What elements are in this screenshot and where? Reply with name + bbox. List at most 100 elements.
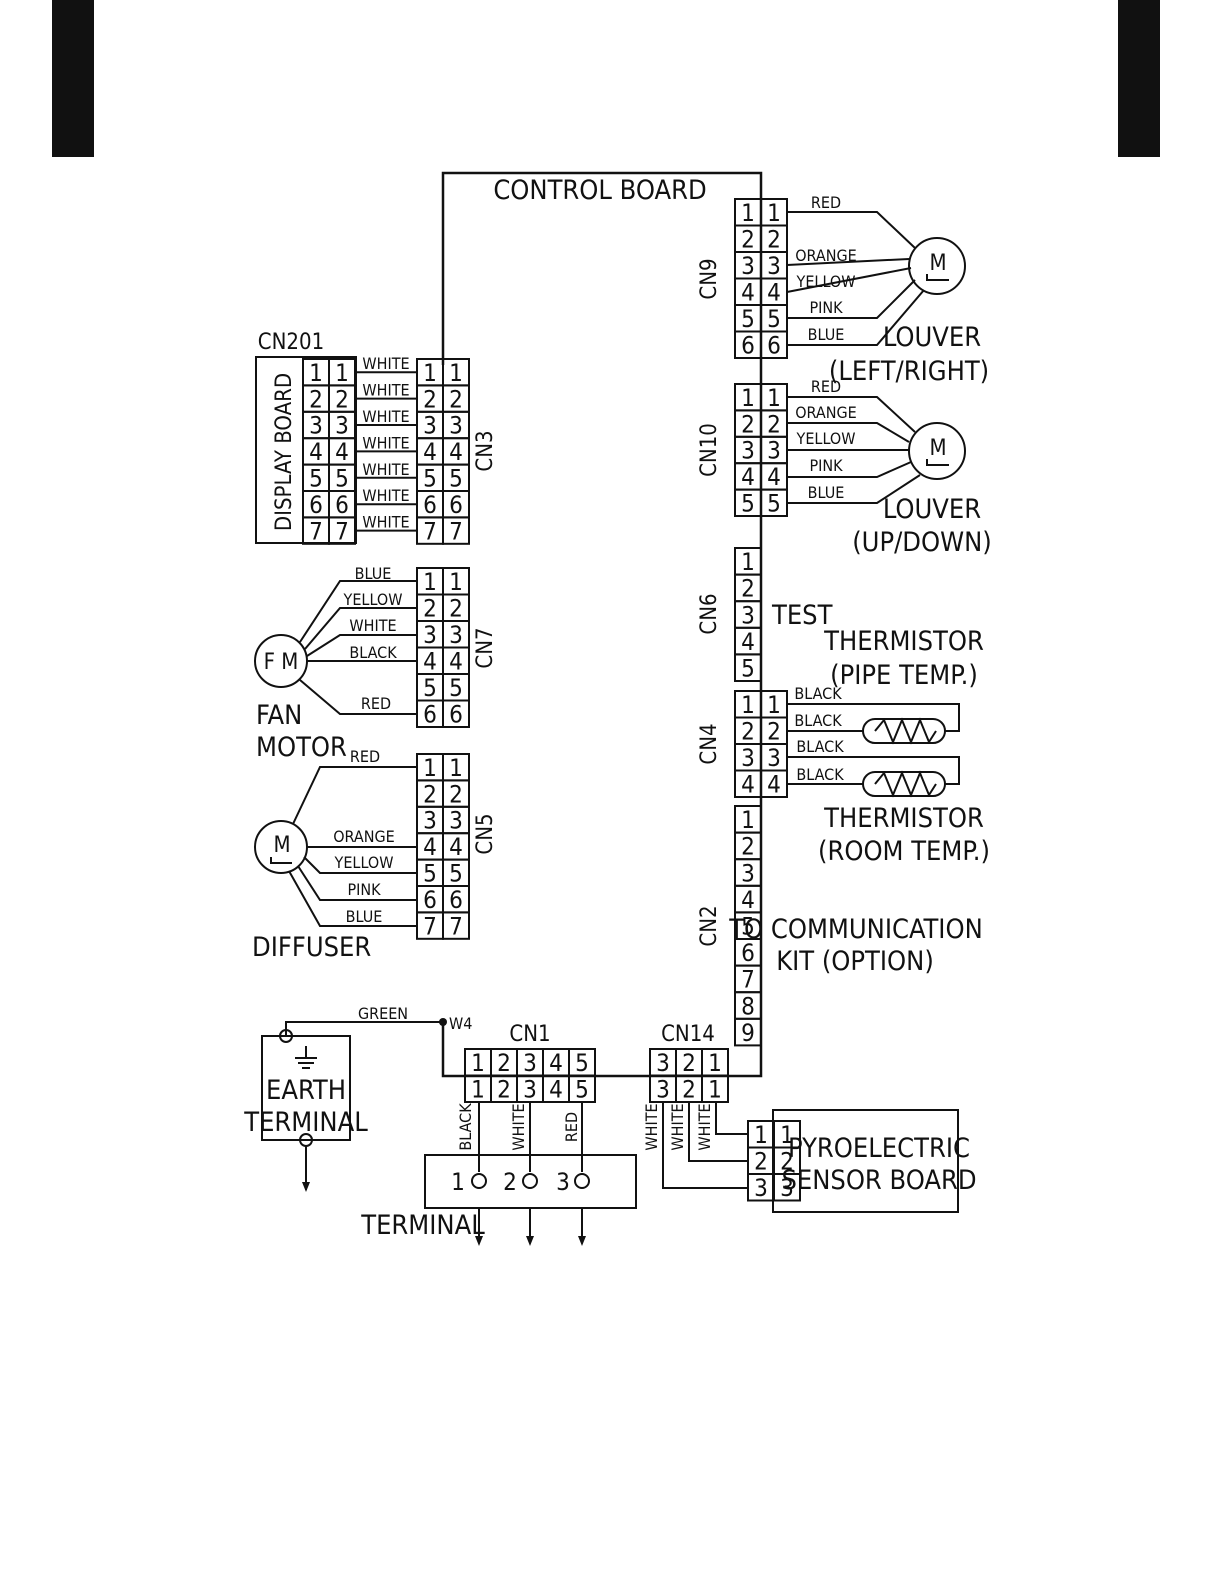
pyro-connector-pin-label: 2 xyxy=(754,1147,768,1175)
cn10-connector-pin-label: 3 xyxy=(741,437,755,465)
diffuser-wire-1: RED xyxy=(350,747,380,766)
cn5-connector-pin-label: 4 xyxy=(423,833,437,861)
cn7-connector-pin-label: 2 xyxy=(449,594,463,622)
cn5-connector-pin-label: 5 xyxy=(423,860,437,888)
louver-ud-direction: (UP/DOWN) xyxy=(852,527,992,558)
fan-wire-2: YELLOW xyxy=(343,590,403,609)
cn2-connector-pin-label: 9 xyxy=(741,1019,755,1047)
cn6-connector-cell xyxy=(734,653,762,683)
diffuser-wire-6: PINK xyxy=(347,880,381,899)
cn14-connector-pin-label: 3 xyxy=(656,1049,670,1077)
cn7-connector-pin-label: 4 xyxy=(423,647,437,675)
cn9-connector-pin-label: 6 xyxy=(767,331,781,359)
w4-junction xyxy=(439,1018,447,1026)
cn201-connector-pin-label: 2 xyxy=(309,385,323,413)
cn201-connector-pin-label: 5 xyxy=(335,465,349,493)
room-temp-label: (ROOM TEMP.) xyxy=(818,836,990,867)
pyro-label-1: PYROELECTRIC xyxy=(788,1133,970,1164)
cn14-wire-2: WHITE xyxy=(668,1103,687,1150)
cn10-connector-pin-label: 2 xyxy=(767,410,781,438)
louver-ud-motor-m: M xyxy=(929,436,946,461)
louver-ud-wires xyxy=(787,396,921,504)
cn5-connector-pin-label: 6 xyxy=(423,886,437,914)
cn4-connector-pin-label: 1 xyxy=(741,691,755,719)
cn14-wire-3: WHITE xyxy=(642,1103,661,1150)
louver-lr-motor-m: M xyxy=(929,251,946,276)
cn3-connector-pin-label: 5 xyxy=(423,465,437,493)
cn6-connector-pin-label: 3 xyxy=(741,601,755,629)
cn2-connector-pin-label: 4 xyxy=(741,886,755,914)
terminal-screws xyxy=(471,1173,590,1189)
cn5-connector-cell xyxy=(442,911,470,940)
cn4-connector-pin-label: 2 xyxy=(767,717,781,745)
cn1-connector-pin-label: 5 xyxy=(575,1049,589,1077)
cn2-connector-pin-label: 7 xyxy=(741,966,755,994)
cn9-connector-pin-label: 2 xyxy=(741,225,755,253)
cn6-label: CN6 xyxy=(697,593,722,634)
cn1-wire-2: WHITE xyxy=(509,1103,528,1150)
cn5-connector-pin-label: 5 xyxy=(449,860,463,888)
cn5-label: CN5 xyxy=(473,813,498,854)
cn10-wire-3: YELLOW xyxy=(796,429,856,448)
cn9-connector-pin-label: 1 xyxy=(741,199,755,227)
terminal-pin-3: 3 xyxy=(556,1168,570,1196)
cn7-connector-pin-label: 1 xyxy=(449,568,463,596)
cn4-connector-pin-label: 4 xyxy=(767,770,781,798)
cn1-connector-pin-label: 4 xyxy=(549,1049,563,1077)
cn201-connector-pin-label: 2 xyxy=(335,385,349,413)
display-board-box xyxy=(255,356,357,544)
louver-lr-label: LOUVER xyxy=(883,322,981,353)
cn7-connector-cell xyxy=(442,699,470,728)
cn9-connector-pin-label: 5 xyxy=(741,305,755,333)
terminal-label: TERMINAL xyxy=(360,1210,485,1241)
cn4-label: CN4 xyxy=(697,723,722,764)
cn14-wire-1: WHITE xyxy=(695,1103,714,1150)
motor-symbol-mark xyxy=(926,274,949,281)
thermistor-wires xyxy=(787,703,960,785)
cn201-connector-pin-label: 6 xyxy=(309,491,323,519)
cn1-connector-pin-label: 5 xyxy=(575,1075,589,1103)
cn3-wire-label: WHITE xyxy=(362,460,409,479)
cn14-label: CN14 xyxy=(661,1022,715,1047)
cn7-connector-pin-label: 2 xyxy=(423,594,437,622)
cn3-connector-pin-label: 6 xyxy=(449,491,463,519)
terminal-arrows xyxy=(475,1208,586,1246)
cn1-connector-pin-label: 3 xyxy=(523,1049,537,1077)
cn10-connector-pin-label: 1 xyxy=(767,384,781,412)
motor-symbol-mark xyxy=(926,459,949,466)
cn9-wire-6: BLUE xyxy=(808,325,845,344)
earth-terminal-top-screw xyxy=(279,1029,293,1043)
cn10-connector-pin-label: 3 xyxy=(767,437,781,465)
cn3-connector-pin-label: 6 xyxy=(423,491,437,519)
cn1-connector-pin-label: 1 xyxy=(471,1075,485,1103)
cn4-wire-1: BLACK xyxy=(794,684,842,703)
cn5-connector-pin-label: 2 xyxy=(449,780,463,808)
cn201-connector-pin-label: 3 xyxy=(335,412,349,440)
earth-arrow xyxy=(302,1146,310,1192)
cn3-wire-label: WHITE xyxy=(362,407,409,426)
louver-lr-wires xyxy=(786,211,925,346)
cn2-connector-pin-label: 3 xyxy=(741,859,755,887)
cn7-connector-pin-label: 1 xyxy=(423,568,437,596)
diffuser-wire-4: ORANGE xyxy=(333,827,395,846)
pipe-temp-label: (PIPE TEMP.) xyxy=(830,660,978,691)
cn3-wire-label: WHITE xyxy=(362,486,409,505)
earth-terminal-label: TERMINAL xyxy=(243,1107,368,1138)
cn5-connector-pin-label: 3 xyxy=(449,807,463,835)
thermistor-room-label: THERMISTOR xyxy=(823,803,984,834)
cn10-connector-pin-label: 5 xyxy=(741,490,755,518)
cn5-connector-pin-label: 7 xyxy=(423,912,437,940)
cn5-connector-pin-label: 1 xyxy=(423,754,437,782)
cn3-label: CN3 xyxy=(473,430,498,471)
cn4-connector-pin-label: 3 xyxy=(741,744,755,772)
test-label: TEST xyxy=(771,600,833,631)
diffuser-wire-7: BLUE xyxy=(346,907,383,926)
cn10-wire-1: RED xyxy=(811,377,841,396)
